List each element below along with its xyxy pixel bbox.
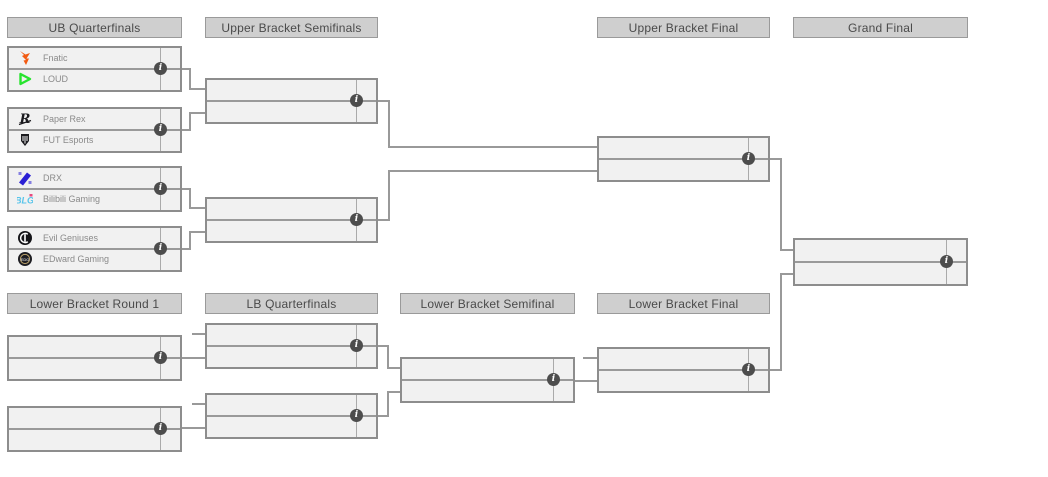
evil-geniuses-logo-icon [17, 230, 33, 246]
team-name: DRX [43, 173, 63, 183]
info-icon[interactable]: i [350, 94, 363, 107]
team-row-empty [207, 415, 376, 435]
match-lb-round1-1[interactable]: i [7, 335, 182, 381]
round-header-lb-semifinal: Lower Bracket Semifinal [400, 293, 575, 314]
bilibili-gaming-logo-icon: BLG [17, 191, 33, 207]
drx-logo-icon [17, 170, 33, 186]
info-icon[interactable]: i [350, 409, 363, 422]
team-name: LOUD [43, 74, 69, 84]
info-icon[interactable]: i [940, 255, 953, 268]
info-icon[interactable]: i [350, 339, 363, 352]
info-icon[interactable]: i [154, 422, 167, 435]
match-ub-semifinal-1[interactable]: i [205, 78, 378, 124]
info-icon[interactable]: i [154, 182, 167, 195]
info-icon[interactable]: i [154, 123, 167, 136]
connector-ubsf1-ubf [378, 100, 597, 148]
team-row-empty [9, 357, 180, 377]
round-header-label: UB Quarterfinals [48, 20, 141, 35]
match-grand-final[interactable]: i [793, 238, 968, 286]
info-icon[interactable]: i [154, 242, 167, 255]
paper-rex-logo-icon: R [17, 111, 33, 127]
match-lb-round1-2[interactable]: i [7, 406, 182, 452]
connector-ubqf2-ubsf1 [182, 112, 205, 131]
team-row: FUT Esports [9, 129, 180, 149]
info-icon[interactable]: i [350, 213, 363, 226]
connector-ubsf2-ubf [378, 170, 597, 221]
connector-ubf-gf [770, 158, 793, 251]
team-row-empty [599, 158, 768, 178]
round-header-label: Lower Bracket Round 1 [29, 296, 160, 311]
match-ub-semifinal-2[interactable]: i [205, 197, 378, 243]
round-header-label: LB Quarterfinals [246, 296, 337, 311]
match-ub-quarterfinal-2[interactable]: R Paper Rex FUT Esports i [7, 107, 182, 153]
connector-lbf-gf [770, 273, 793, 371]
info-icon[interactable]: i [742, 152, 755, 165]
round-header-label: Lower Bracket Semifinal [420, 296, 555, 311]
team-row-empty [9, 428, 180, 448]
connector-ubqf1-ubsf1 [182, 68, 205, 90]
info-icon[interactable]: i [547, 373, 560, 386]
svg-text:R: R [19, 112, 31, 127]
team-row-empty [599, 369, 768, 389]
connector-ubqf3-ubsf2 [182, 188, 205, 209]
round-header-label: Grand Final [848, 20, 913, 35]
round-header-lb-final: Lower Bracket Final [597, 293, 770, 314]
team-name: Fnatic [43, 53, 68, 63]
match-lb-final[interactable]: i [597, 347, 770, 393]
fut-esports-logo-icon [17, 132, 33, 148]
match-lb-semifinal[interactable]: i [400, 357, 575, 403]
team-name: Bilibili Gaming [43, 194, 101, 204]
info-icon[interactable]: i [154, 351, 167, 364]
loud-logo-icon [17, 71, 33, 87]
round-header-label: Upper Bracket Semifinals [221, 20, 362, 35]
team-name: FUT Esports [43, 135, 94, 145]
round-header-label: Upper Bracket Final [628, 20, 739, 35]
edward-gaming-logo-icon: EDG [17, 251, 33, 267]
team-row: Evil Geniuses [9, 228, 180, 248]
team-row-empty [207, 100, 376, 120]
team-row-empty [207, 345, 376, 365]
team-name: EDward Gaming [43, 254, 110, 264]
match-lb-quarterfinal-1[interactable]: i [205, 323, 378, 369]
team-row: R Paper Rex [9, 109, 180, 129]
match-lb-quarterfinal-2[interactable]: i [205, 393, 378, 439]
svg-text:EDG: EDG [21, 257, 30, 262]
team-row: LOUD [9, 68, 180, 88]
round-header-ub-final: Upper Bracket Final [597, 17, 770, 38]
team-row: EDG EDward Gaming [9, 248, 180, 268]
round-header-grand-final: Grand Final [793, 17, 968, 38]
match-ub-quarterfinal-1[interactable]: Fnatic LOUD i [7, 46, 182, 92]
round-header-lb-quarterfinals: LB Quarterfinals [205, 293, 378, 314]
info-icon[interactable]: i [154, 62, 167, 75]
round-header-ub-quarterfinals: UB Quarterfinals [7, 17, 182, 38]
connector-ubqf4-ubsf2 [182, 231, 205, 250]
svg-text:BLG: BLG [17, 196, 33, 206]
connector-lbqf1-lbsf [378, 345, 400, 369]
fnatic-logo-icon [17, 50, 33, 66]
team-row: BLG Bilibili Gaming [9, 188, 180, 208]
match-ub-quarterfinal-3[interactable]: DRX BLG Bilibili Gaming i [7, 166, 182, 212]
match-ub-quarterfinal-4[interactable]: Evil Geniuses EDG EDward Gaming i [7, 226, 182, 272]
team-row: DRX [9, 168, 180, 188]
round-header-label: Lower Bracket Final [628, 296, 739, 311]
round-header-ub-semifinals: Upper Bracket Semifinals [205, 17, 378, 38]
team-row-empty [795, 261, 966, 282]
team-name: Paper Rex [43, 114, 86, 124]
team-name: Evil Geniuses [43, 233, 99, 243]
info-icon[interactable]: i [742, 363, 755, 376]
round-header-lb-round-1: Lower Bracket Round 1 [7, 293, 182, 314]
team-row-empty [402, 379, 573, 399]
team-row: Fnatic [9, 48, 180, 68]
team-row-empty [207, 219, 376, 239]
match-ub-final[interactable]: i [597, 136, 770, 182]
connector-lbqf2-lbsf [378, 391, 400, 417]
